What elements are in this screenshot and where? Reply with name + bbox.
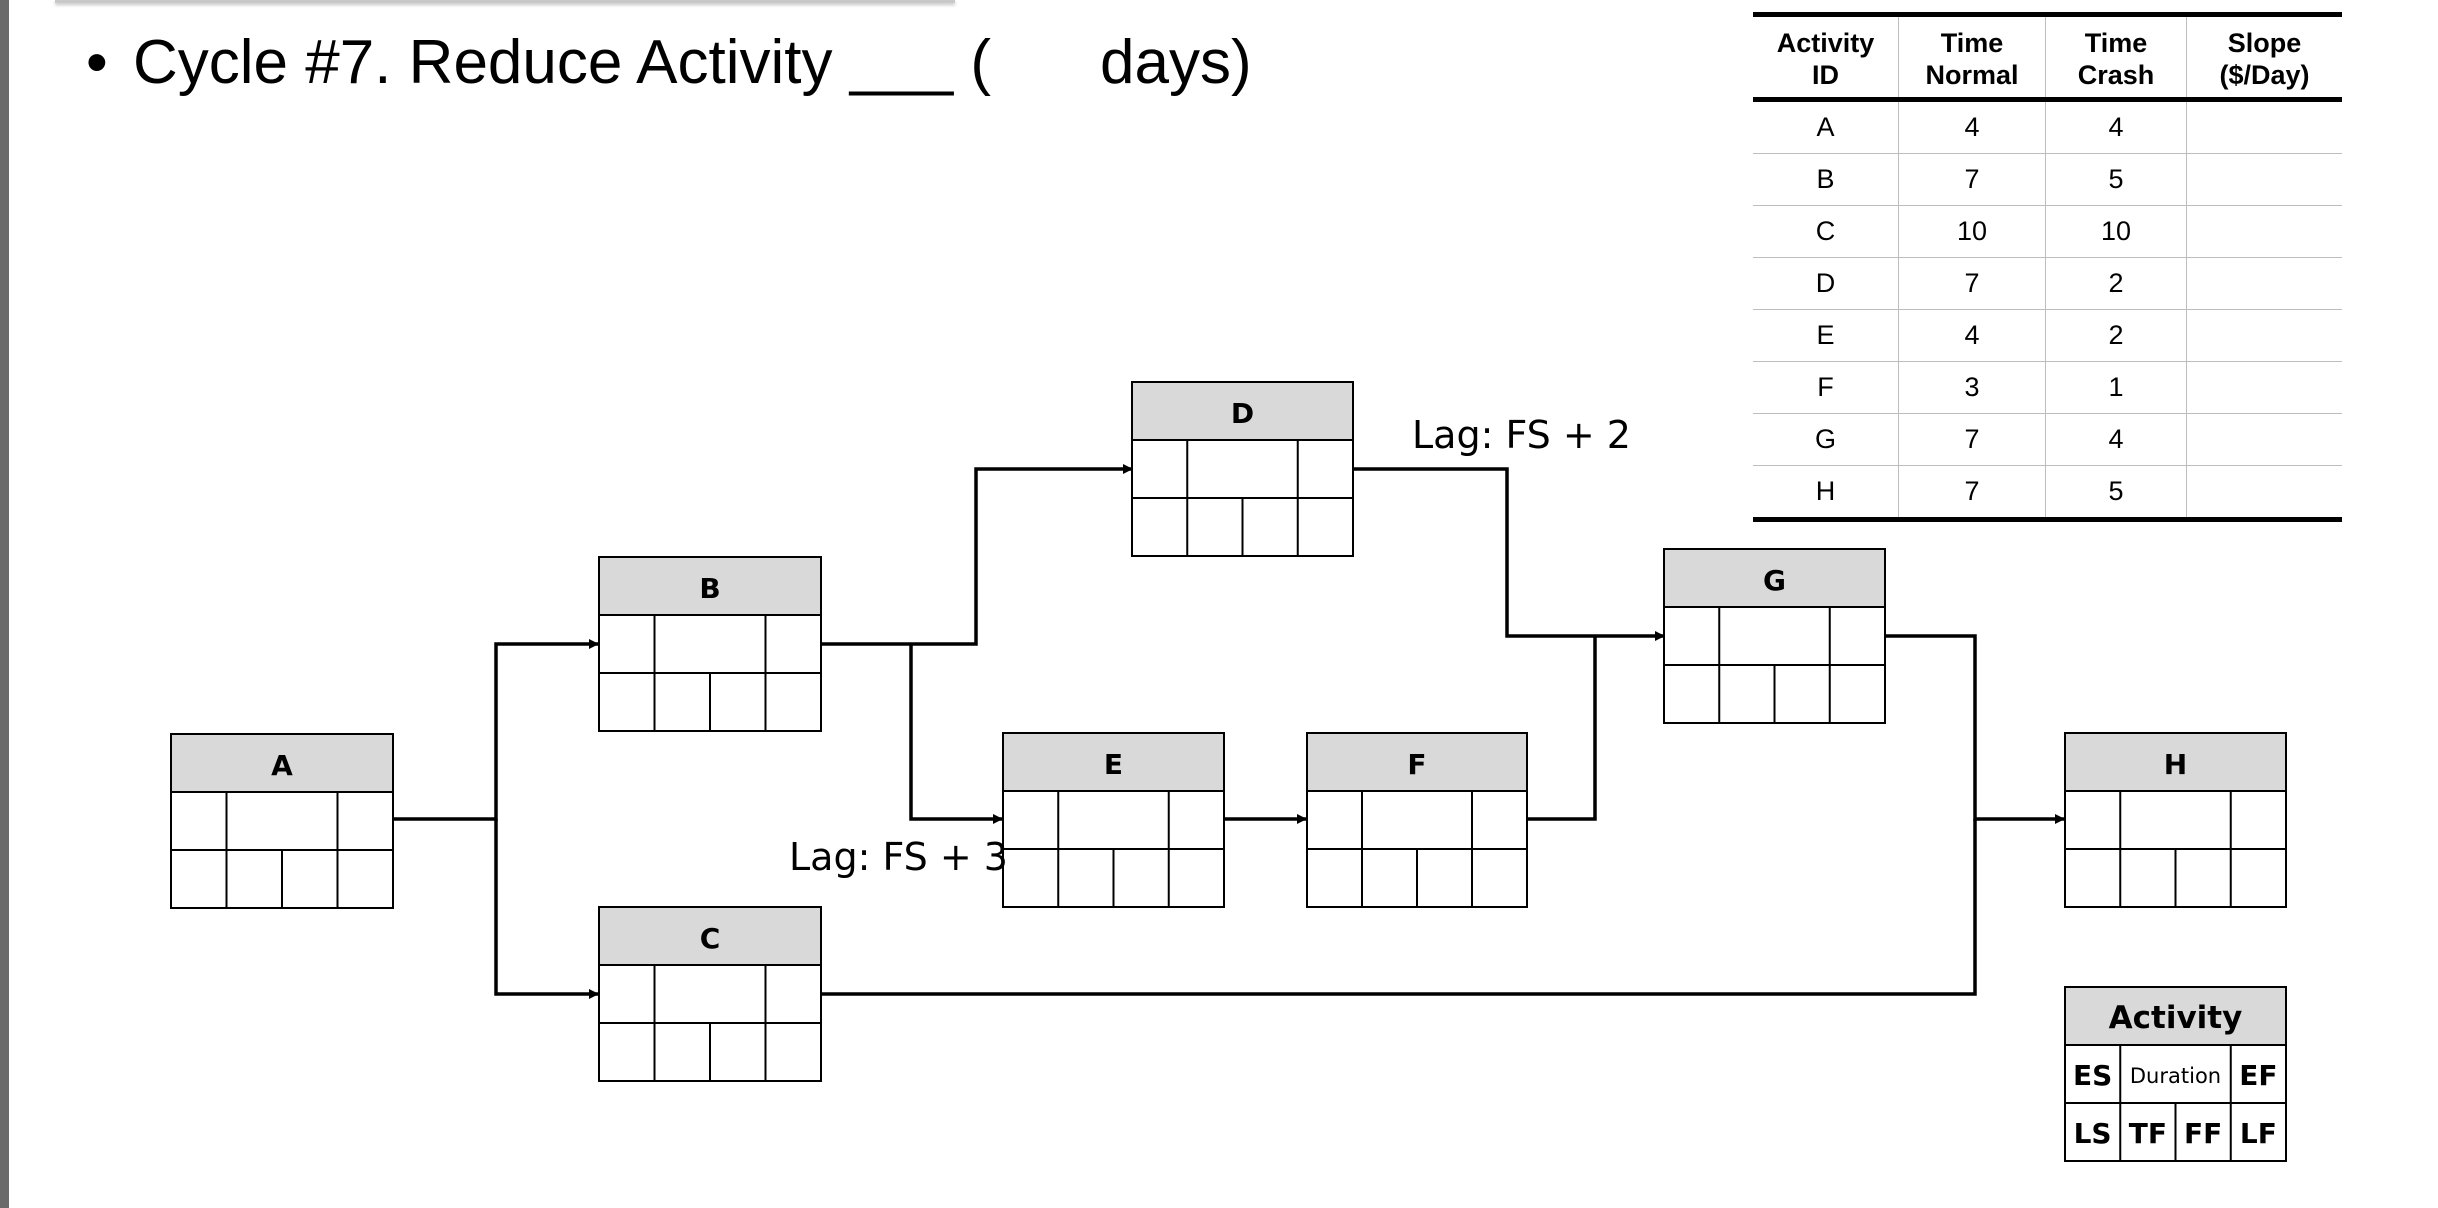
legend-tf: TF	[2129, 1117, 2167, 1150]
connectors	[393, 464, 2065, 999]
cell-normal: 7	[1898, 465, 2046, 522]
cell-slope[interactable]	[2186, 257, 2342, 310]
cell-crash: 2	[2045, 257, 2187, 310]
node-label-c: C	[700, 922, 721, 955]
node-label-f: F	[1407, 748, 1426, 781]
lag-label-b-e: Lag: FS + 3	[789, 835, 1008, 879]
connector-a-to-b	[393, 639, 599, 821]
cell-crash: 5	[2045, 153, 2187, 206]
connector-d-to-g	[1353, 467, 1665, 641]
bullet-point: •	[86, 28, 108, 97]
activity-node-a[interactable]: A	[170, 733, 394, 909]
legend-ls: LS	[2074, 1117, 2112, 1150]
activity-node-h[interactable]: H	[2064, 732, 2287, 908]
legend-title: Activity	[2109, 1000, 2243, 1036]
node-label-e: E	[1104, 748, 1123, 781]
cell-slope[interactable]	[2186, 465, 2342, 522]
connector-b-to-e	[909, 644, 1003, 824]
node-label-a: A	[271, 749, 293, 782]
cell-id: H	[1753, 465, 1899, 522]
window-left-edge	[0, 0, 9, 1208]
slide-title: • Cycle #7. Reduce Activity ___ ( days)	[86, 28, 1252, 280]
cell-normal: 10	[1898, 205, 2046, 258]
legend-ef: EF	[2239, 1059, 2277, 1092]
connector-f-to-g	[1527, 636, 1597, 821]
legend-duration: Duration	[2130, 1064, 2221, 1088]
node-label-d: D	[1231, 397, 1254, 430]
activity-node-b[interactable]: B	[598, 556, 822, 732]
cell-crash: 4	[2045, 99, 2187, 154]
connector-a-to-c	[494, 819, 599, 999]
legend-node: Activity ES Duration EF LS TF FF LF	[2064, 986, 2287, 1162]
legend-ff: FF	[2184, 1117, 2222, 1150]
cell-slope[interactable]	[2186, 205, 2342, 258]
cell-id: D	[1753, 257, 1899, 310]
cell-crash: 5	[2045, 465, 2187, 522]
cell-normal: 7	[1898, 413, 2046, 466]
cell-normal: 4	[1898, 309, 2046, 362]
activity-node-c[interactable]: C	[598, 906, 822, 1082]
lag-label-d-g: Lag: FS + 2	[1412, 413, 1631, 457]
cell-crash: 2	[2045, 309, 2187, 362]
cell-slope[interactable]	[2186, 413, 2342, 466]
cell-id: E	[1753, 309, 1899, 362]
cell-slope[interactable]	[2186, 153, 2342, 206]
cell-slope[interactable]	[2186, 361, 2342, 414]
node-label-g: G	[1763, 564, 1786, 597]
cell-id: F	[1753, 361, 1899, 414]
cell-slope[interactable]	[2186, 309, 2342, 362]
cell-id: G	[1753, 413, 1899, 466]
cell-crash: 10	[2045, 205, 2187, 258]
activity-node-d[interactable]: D	[1131, 381, 1354, 557]
connector-b-to-d	[821, 464, 1133, 646]
cell-normal: 7	[1898, 257, 2046, 310]
cell-slope[interactable]	[2186, 99, 2342, 154]
cell-normal: 3	[1898, 361, 2046, 414]
cell-normal: 7	[1898, 153, 2046, 206]
title-suffix: days)	[1100, 28, 1252, 97]
cell-normal: 4	[1898, 99, 2046, 154]
slide-top-edge	[55, 0, 955, 3]
title-prefix: Cycle #7. Reduce Activity ___ (	[133, 28, 992, 97]
connector-g-to-h	[1885, 634, 2065, 824]
activity-node-g[interactable]: G	[1663, 548, 1886, 724]
activity-node-f[interactable]: F	[1306, 732, 1528, 908]
cell-id: A	[1753, 99, 1899, 154]
connector-c-to-h	[821, 819, 1977, 996]
cell-id: C	[1753, 205, 1899, 258]
cell-id: B	[1753, 153, 1899, 206]
node-label-h: H	[2164, 748, 2187, 781]
cell-crash: 4	[2045, 413, 2187, 466]
legend-es: ES	[2073, 1059, 2112, 1092]
col-slope: Slope($/Day)	[2186, 12, 2342, 102]
cell-crash: 1	[2045, 361, 2187, 414]
legend-lf: LF	[2240, 1117, 2277, 1150]
node-label-b: B	[699, 572, 720, 605]
activity-node-e[interactable]: E	[1002, 732, 1225, 908]
